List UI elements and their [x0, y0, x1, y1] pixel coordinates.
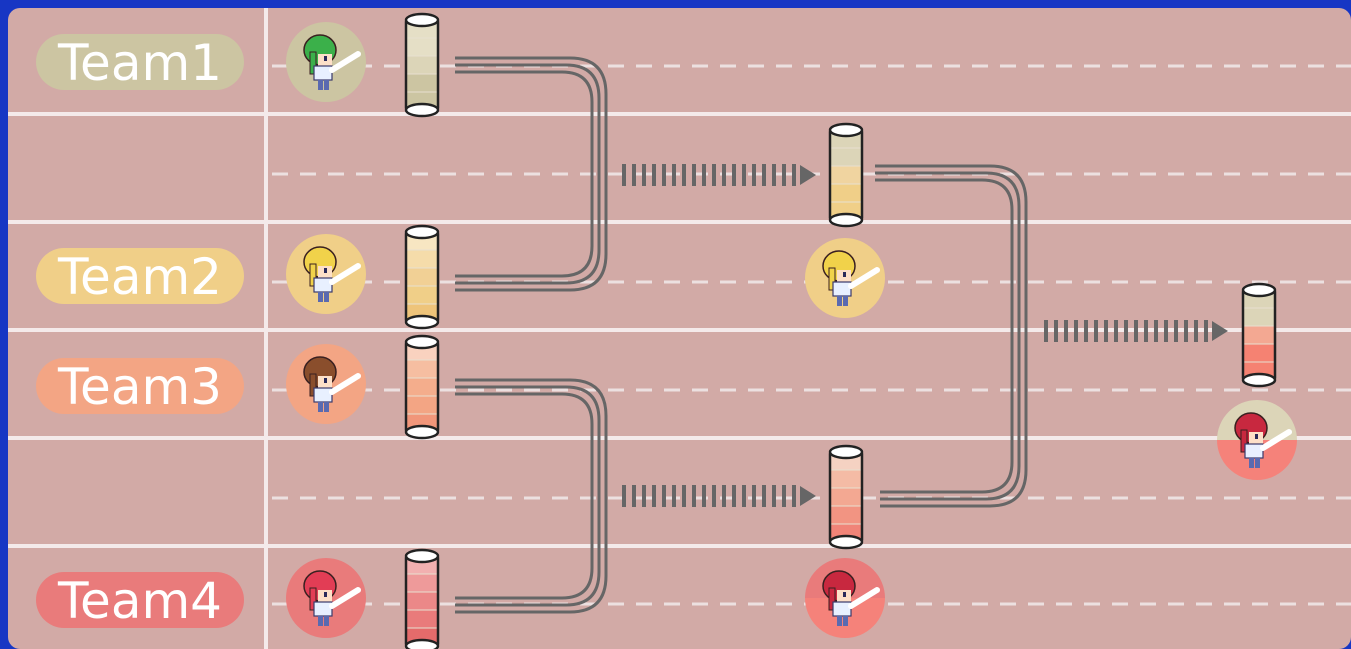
final-score-tube [1243, 284, 1275, 386]
team1-score-tube-band [406, 74, 438, 92]
semifinal1-score-tube-band [830, 166, 862, 184]
team4-score-tube [406, 550, 438, 649]
team3-label: Team3 [57, 358, 222, 416]
semifinal1-score-tube-band [830, 148, 862, 166]
team1-avatar [286, 22, 366, 102]
semifinal2-score-tube-band [830, 488, 862, 506]
team2-avatar [286, 234, 366, 314]
team2-score-tube-band [406, 286, 438, 304]
final-winner-avatar [1217, 400, 1297, 480]
semifinal1-score-tube-band [830, 184, 862, 202]
semifinal2-score-tube-band [830, 506, 862, 524]
final-score-tube-band [1243, 308, 1275, 326]
team2-score-tube-band [406, 250, 438, 268]
semifinal2-score-tube-band [830, 470, 862, 488]
team1-label: Team1 [57, 34, 222, 92]
team3-avatar [286, 344, 366, 424]
team4-score-tube-band [406, 610, 438, 628]
semifinal2-score-tube [830, 446, 862, 548]
final-score-tube-band [1243, 326, 1275, 344]
team2-score-tube [406, 226, 438, 328]
team1-score-tube-band [406, 56, 438, 74]
team3-score-tube-band [406, 396, 438, 414]
semifinal2-avatar [805, 558, 885, 638]
team4-label: Team4 [57, 572, 222, 630]
final-score-tube-band [1243, 344, 1275, 362]
team4-score-tube-band [406, 574, 438, 592]
team2-label: Team2 [57, 248, 222, 306]
team1-score-tube [406, 14, 438, 116]
team1-score-tube-band [406, 38, 438, 56]
team3-score-tube [406, 336, 438, 438]
team3-score-tube-band [406, 378, 438, 396]
team2-label-pill: Team2 [36, 248, 244, 306]
team3-label-pill: Team3 [36, 358, 244, 416]
team4-avatar [286, 558, 366, 638]
semifinal1-avatar [805, 238, 885, 318]
team4-label-pill: Team4 [36, 572, 244, 630]
team1-label-pill: Team1 [36, 34, 244, 92]
team2-score-tube-band [406, 268, 438, 286]
team3-score-tube-band [406, 360, 438, 378]
semifinal1-score-tube [830, 124, 862, 226]
team4-score-tube-band [406, 592, 438, 610]
